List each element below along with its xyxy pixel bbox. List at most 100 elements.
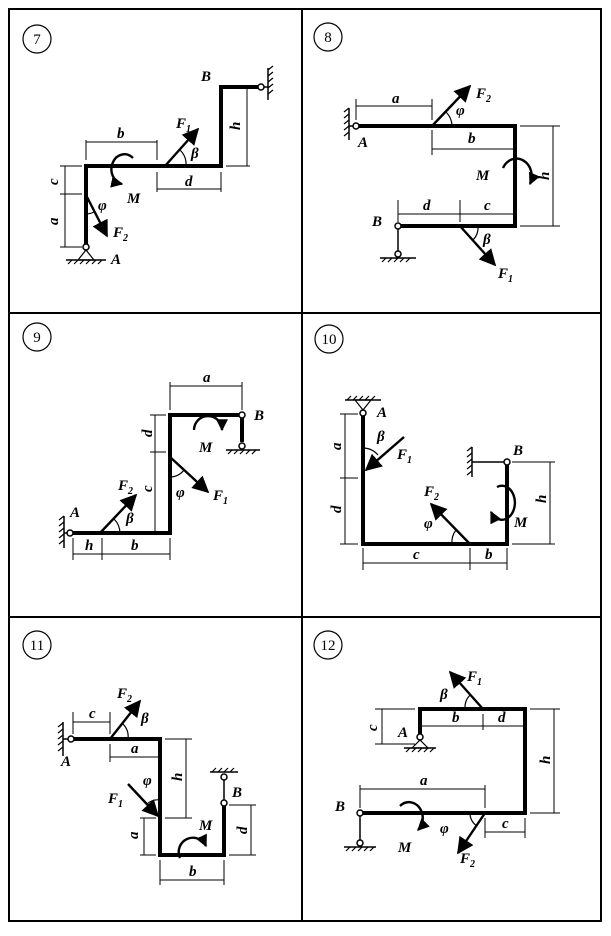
dim-b-label: b	[468, 131, 476, 147]
label-b-point: B	[253, 408, 264, 424]
label-b-point: B	[512, 443, 523, 459]
frame-beam	[71, 413, 244, 535]
force-f1-label: F1	[396, 447, 412, 466]
dimension-lines	[72, 382, 243, 560]
force-f2-label: F2	[116, 686, 132, 705]
angle-beta-label: β	[482, 232, 491, 248]
panel-8: 8 A B a b d	[313, 22, 560, 285]
dim-a-label: a	[420, 773, 428, 789]
force-f1-arrow	[164, 127, 200, 167]
force-f2-label: F2	[117, 478, 133, 497]
moment-arrow	[399, 800, 430, 831]
pin-support-a	[404, 733, 436, 753]
angle-beta-label: β	[376, 429, 385, 445]
wall-support-a	[58, 515, 74, 548]
frame-beam	[71, 737, 226, 857]
dim-b-label: b	[117, 126, 125, 142]
force-f2-arrow	[84, 194, 109, 238]
dim-a-label: a	[392, 91, 400, 107]
panel-number: 10	[322, 332, 337, 348]
frame-beam	[354, 124, 517, 228]
panel-number: 8	[324, 30, 332, 46]
label-b-point: B	[231, 785, 242, 801]
angle-beta-label: β	[190, 146, 199, 162]
moment-arrow	[177, 833, 208, 859]
wall-support-a	[343, 107, 360, 140]
moment-label: M	[475, 168, 490, 184]
dim-d-label: d	[498, 710, 506, 726]
panel-grid	[8, 8, 602, 922]
dim-c-label: c	[365, 724, 381, 731]
dim-c-label: c	[46, 178, 62, 185]
pin-support-b	[210, 767, 238, 807]
panel-number-circle	[314, 324, 344, 354]
force-f2-arrow	[431, 84, 472, 127]
dim-c-label: c	[484, 198, 491, 214]
frame-beam	[361, 412, 509, 546]
dim-a-label: a	[131, 741, 139, 757]
panel-number-circle	[22, 24, 52, 54]
angle-phi-label: φ	[424, 516, 433, 532]
panel-number-circle	[22, 322, 52, 352]
dim-c-label: c	[89, 706, 96, 722]
wall-support-b	[466, 446, 511, 477]
force-f1-label: F1	[212, 488, 228, 507]
pin-support-b	[380, 222, 416, 263]
moment-label: M	[126, 191, 141, 207]
label-a-point: A	[69, 505, 80, 521]
label-a-point: A	[60, 754, 71, 770]
angle-phi-label: φ	[440, 821, 449, 837]
panel-number: 9	[33, 330, 41, 346]
force-f2-label: F2	[423, 484, 439, 503]
dim-h-label: h	[170, 773, 186, 781]
force-f1-label: F1	[497, 266, 513, 285]
label-a-point: A	[397, 725, 408, 741]
dim-a-label: a	[329, 442, 345, 450]
force-f1-label: F1	[466, 669, 482, 688]
label-b-point: B	[334, 799, 345, 815]
force-f1-arrow	[127, 783, 160, 818]
dim-d-label: d	[140, 429, 156, 437]
dim-c-label: c	[140, 485, 156, 492]
panel-9: 9 A B a h b d c	[22, 322, 264, 560]
moment-label: M	[198, 440, 213, 456]
force-f1-arrow	[459, 225, 497, 267]
label-a-point: A	[357, 135, 368, 151]
angle-phi-label: φ	[176, 485, 185, 501]
panel-number: 7	[33, 32, 41, 48]
panel-number-circle	[313, 22, 343, 52]
wall-support-a	[57, 722, 75, 756]
force-f2-arrow	[457, 812, 486, 855]
force-f1-label: F1	[107, 791, 123, 810]
force-f1-arrow	[364, 436, 405, 472]
pin-support-b	[226, 411, 260, 455]
dim-b-label: b	[485, 547, 493, 563]
pin-support-a	[345, 395, 381, 417]
dim-b-label: b	[189, 864, 197, 880]
dim-d-label: d	[235, 826, 251, 834]
panel-number-circle	[22, 630, 52, 660]
force-f2-arrow	[99, 493, 138, 534]
moment-arrow	[110, 153, 134, 188]
label-a-point: A	[110, 252, 121, 268]
moment-label: M	[198, 818, 213, 834]
dim-d-label: d	[423, 198, 431, 214]
force-f2-label: F2	[112, 225, 128, 244]
dim-c-label: c	[413, 547, 420, 563]
dim-c-label-lower: c	[502, 816, 509, 832]
panel-12: 12 A B	[313, 630, 560, 870]
label-a-point: A	[376, 405, 387, 421]
panel-10: 10 A B a d c b h	[314, 324, 555, 570]
wall-support-b	[257, 65, 274, 100]
dim-b-label: b	[452, 710, 460, 726]
dim-h-label: h	[537, 172, 553, 180]
force-f2-label: F2	[475, 86, 491, 105]
dim-h-label: h	[228, 122, 244, 130]
dim-h-label: h	[538, 756, 554, 764]
panel-7: 7 A B b d c	[22, 24, 274, 268]
dim-a-label-lower: a	[126, 831, 142, 839]
dim-d-label: d	[185, 174, 193, 190]
dimension-lines	[359, 708, 560, 838]
force-f2-label: F2	[459, 851, 475, 870]
